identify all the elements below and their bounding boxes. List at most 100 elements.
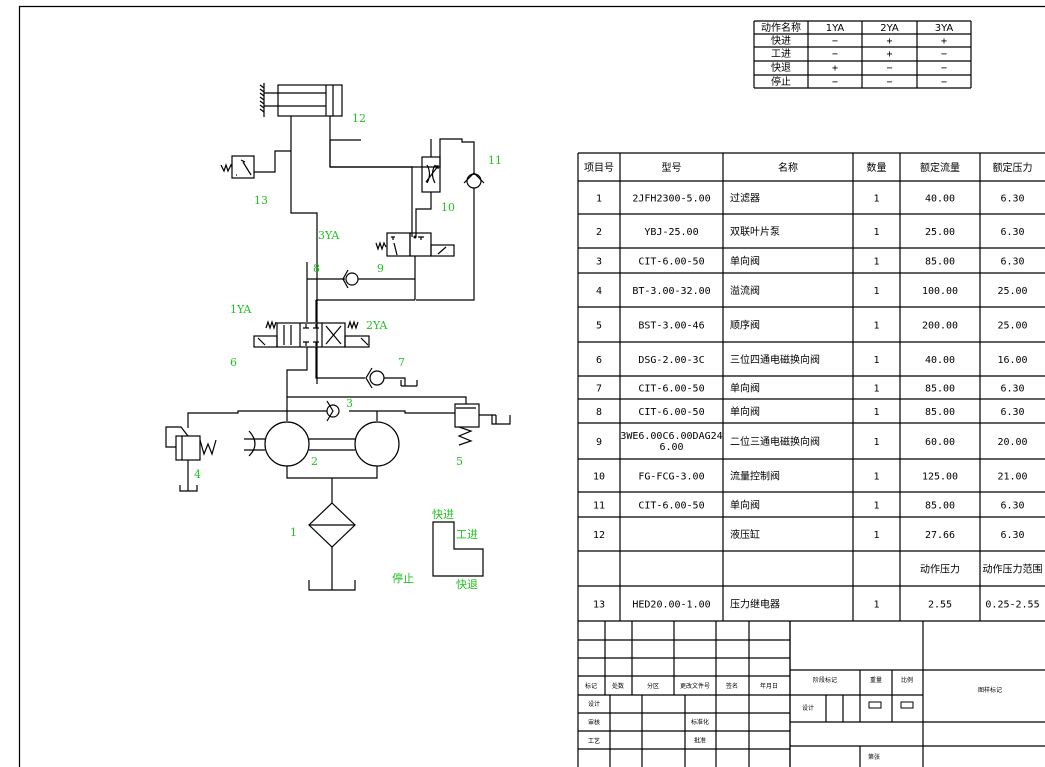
- check-valve-8: [306, 262, 415, 322]
- parts-table-cell: 27.66: [925, 530, 955, 541]
- parts-table-cell: 25.00: [997, 286, 1027, 297]
- action-table-cell: −: [941, 63, 947, 74]
- label-5: 5: [456, 455, 463, 468]
- label-rapid-return: 快退: [456, 578, 478, 591]
- action-table-cell: 停止: [771, 75, 791, 88]
- parts-table-header: 额定压力: [993, 161, 1033, 174]
- label-stop: 停止: [392, 571, 414, 585]
- parts-table-cell: 85.00: [925, 407, 955, 418]
- parts-table-cell: 40.00: [925, 355, 955, 366]
- action-table-cell: +: [886, 36, 892, 47]
- action-table-cell: 工进: [771, 48, 791, 60]
- label-3: 3: [346, 397, 353, 410]
- action-table-cell: +: [886, 49, 892, 60]
- relief-valve: [165, 426, 217, 492]
- check-valve-7: [365, 367, 418, 389]
- parts-table-cell: 4: [596, 286, 602, 297]
- parts-table-cell: YBJ-25.00: [644, 227, 698, 238]
- two-position-valve: [375, 232, 455, 300]
- title-block-header: 签名: [726, 682, 738, 690]
- title-block-cell: 设计: [802, 704, 814, 712]
- parts-table-cell: 单向阀: [730, 405, 760, 418]
- title-block-header: 标记: [585, 682, 597, 690]
- action-table-cell: −: [941, 77, 947, 88]
- check-valve-11: [416, 172, 485, 301]
- label-3ya: 3YA: [318, 229, 340, 242]
- label-9: 9: [377, 262, 384, 275]
- action-table-cell: 快退: [771, 62, 791, 74]
- title-block-stage: 阶段标记: [813, 676, 837, 684]
- parts-table-cell: CIT-6.00-50: [638, 384, 704, 395]
- parts-table-cell: 1: [873, 407, 879, 418]
- label-6: 6: [230, 356, 237, 369]
- title-block-role: 工艺: [588, 737, 600, 745]
- parts-table-cell: 1: [873, 472, 879, 483]
- parts-table-cell: 1: [596, 194, 602, 205]
- action-table-header: 1YA: [826, 23, 845, 34]
- parts-table-cell: 6.30: [1000, 530, 1024, 541]
- parts-table-cell: 6.30: [1000, 194, 1024, 205]
- parts-table-cell: 125.00: [922, 472, 958, 483]
- parts-table-cell: 20.00: [997, 437, 1027, 448]
- parts-table-cell: 25.00: [925, 227, 955, 238]
- parts-table-cell: 动作压力范围: [983, 563, 1043, 576]
- parts-table-cell: 9: [596, 437, 602, 448]
- motion-cycle-diagram: [432, 521, 484, 577]
- parts-table-cell: 三位四通电磁换向阀: [730, 353, 820, 366]
- label-12: 12: [352, 112, 366, 125]
- parts-table-cell: 13: [593, 600, 605, 611]
- title-block-header: 处数: [612, 682, 624, 690]
- parts-table-cell: DSG-2.00-3C: [638, 355, 704, 366]
- parts-table-cell: 2.55: [928, 600, 952, 611]
- action-table-header: 3YA: [935, 23, 954, 34]
- parts-table-header: 额定流量: [920, 161, 960, 174]
- hydraulic-cylinder: [259, 83, 343, 117]
- parts-table-cell: 1: [873, 321, 879, 332]
- parts-table-cell: 8: [596, 407, 602, 418]
- parts-table-cell: 1: [873, 286, 879, 297]
- title-block-header: 年月日: [760, 682, 778, 690]
- parts-table-cell: 3: [596, 257, 602, 268]
- title-block-drawing-mark: 图样标记: [978, 686, 1002, 694]
- title-block: 标记处数分区更改文件号签名年月日设计审核工艺标准化批准阶段标记重量比例设计图样标…: [577, 621, 1045, 767]
- parts-table-cell: 200.00: [922, 321, 958, 332]
- parts-table-cell: 40.00: [925, 194, 955, 205]
- parts-table-cell: HED20.00-1.00: [632, 600, 710, 611]
- double-vane-pump: [244, 421, 400, 503]
- action-table-cell: +: [832, 63, 838, 74]
- parts-table-cell: 21.00: [997, 472, 1027, 483]
- parts-table-cell: 85.00: [925, 501, 955, 512]
- action-table-cell: −: [832, 49, 838, 60]
- parts-table-cell: 双联叶片泵: [730, 225, 780, 238]
- action-table-cell: +: [941, 36, 947, 47]
- parts-table-cell: CIT-6.00-50: [638, 257, 704, 268]
- parts-table-cell: 过滤器: [730, 192, 760, 205]
- pipe-rod-side: [290, 116, 318, 384]
- parts-table-cell: 85.00: [925, 384, 955, 395]
- filter: [308, 502, 356, 591]
- title-block-stage: 比例: [901, 676, 913, 684]
- parts-table-cell: 单向阀: [730, 499, 760, 512]
- parts-table-cell: 1: [873, 437, 879, 448]
- parts-table-cell: 1: [873, 600, 879, 611]
- parts-table-cell: 溢流阀: [730, 284, 760, 297]
- title-block-header: 分区: [647, 682, 659, 690]
- parts-table-cell: 2: [596, 227, 602, 238]
- label-work-feed: 工进: [456, 528, 478, 541]
- label-7: 7: [398, 356, 405, 369]
- label-1ya: 1YA: [230, 303, 252, 316]
- parts-table-cell: 85.00: [925, 257, 955, 268]
- parts-table-cell: 单向阀: [730, 382, 760, 395]
- parts-table-cell: 1: [873, 227, 879, 238]
- parts-table-cell: CIT-6.00-50: [638, 501, 704, 512]
- label-10: 10: [441, 201, 455, 214]
- label-2: 2: [311, 455, 318, 468]
- pressure-switch: [220, 150, 291, 179]
- parts-table-cell: 1: [873, 194, 879, 205]
- parts-table-cell: BT-3.00-32.00: [632, 286, 710, 297]
- label-1: 1: [290, 526, 297, 539]
